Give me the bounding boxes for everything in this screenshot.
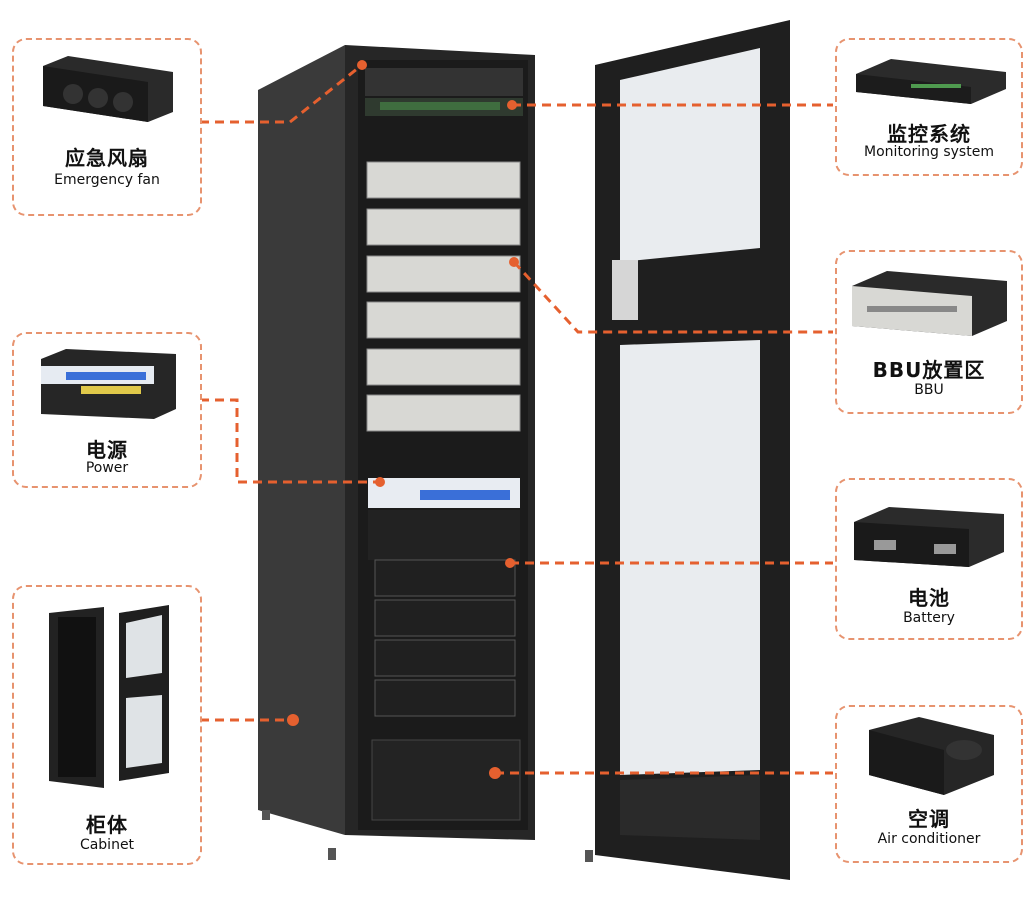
emergency-fan-icon (43, 56, 173, 122)
battery-units (374, 559, 516, 717)
monitoring-en-label: Monitoring system (864, 144, 994, 160)
battery-en-label: Battery (903, 610, 955, 626)
air-conditioner-en-label: Air conditioner (877, 831, 981, 847)
connector-lines (200, 63, 833, 775)
connector-emergency-fan (200, 63, 363, 124)
bbu-icon (852, 271, 1007, 336)
callout-bbu: BBU放置区 BBU (835, 250, 1023, 414)
connector-dots (287, 60, 519, 779)
callout-battery: 电池 Battery (835, 478, 1023, 640)
callout-monitoring-system: 监控系统 Monitoring system (835, 38, 1023, 176)
connector-bbu (512, 260, 833, 334)
main-cabinet-illustration (258, 20, 790, 880)
battery-icon (854, 507, 1004, 567)
monitoring-system-icon (856, 59, 1006, 104)
bbu-en-label: BBU (914, 382, 944, 398)
connector-power (200, 398, 380, 484)
emergency-fan-cn-label: 应急风扇 (65, 146, 149, 170)
bbu-cn-label: BBU放置区 (872, 358, 986, 382)
cabinet-icon (49, 605, 169, 788)
power-en-label: Power (85, 460, 129, 476)
emergency-fan-en-label: Emergency fan (54, 172, 160, 188)
monitoring-cn-label: 监控系统 (887, 122, 971, 146)
callout-air-conditioner: 空调 Air conditioner (835, 705, 1023, 863)
callout-power: 电源 Power (12, 332, 202, 488)
power-cn-label: 电源 (86, 438, 128, 462)
air-conditioner-cn-label: 空调 (908, 807, 950, 831)
callout-emergency-fan: 应急风扇 Emergency fan (12, 38, 202, 216)
bbu-units (366, 161, 521, 432)
cabinet-en-label: Cabinet (79, 837, 135, 853)
air-conditioner-icon (869, 717, 994, 795)
callout-cabinet: 柜体 Cabinet (12, 585, 202, 865)
cabinet-cn-label: 柜体 (86, 813, 128, 837)
power-icon (41, 349, 176, 419)
battery-cn-label: 电池 (908, 586, 950, 610)
